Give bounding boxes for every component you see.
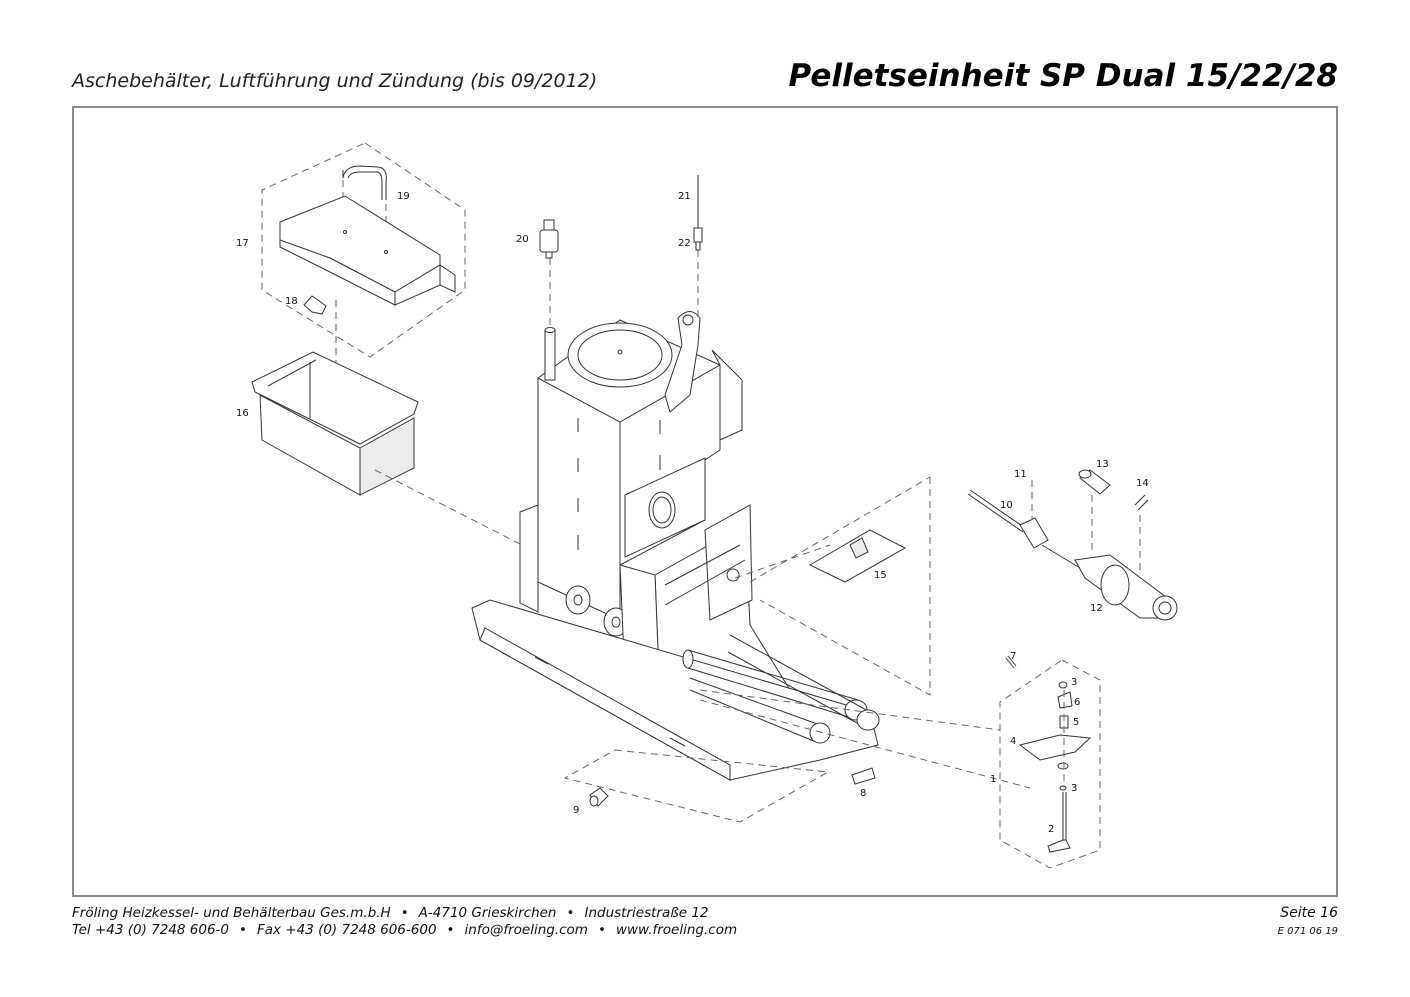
spring-7 xyxy=(1005,657,1015,669)
handle-19 xyxy=(342,165,387,200)
footer-address: A-4710 Grieskirchen xyxy=(418,905,557,921)
footer-street: Industriestraße 12 xyxy=(584,905,709,921)
air-tubes xyxy=(682,634,880,744)
part-label-11: 11 xyxy=(1014,469,1027,480)
clip-18 xyxy=(303,295,327,315)
footer-fax: Fax +43 (0) 7248 606-600 xyxy=(256,922,437,938)
side-bracket xyxy=(711,349,743,441)
footer-separator: • xyxy=(446,922,455,938)
label-plate-8 xyxy=(851,767,876,785)
page-number: Seite 16 xyxy=(1280,905,1338,921)
fitting-9 xyxy=(589,787,609,807)
part-label-4: 4 xyxy=(1010,736,1016,747)
footer-contact-line: Tel +43 (0) 7248 606-0 • Fax +43 (0) 7248 … xyxy=(72,922,737,938)
ignition-rod-10 xyxy=(967,489,1049,549)
part-label-17: 17 xyxy=(236,238,249,249)
fitting-group-outline xyxy=(563,749,830,823)
part-label-15: 15 xyxy=(874,570,887,581)
footer-web-link[interactable]: www.froeling.com xyxy=(615,922,738,938)
footer-company: Fröling Heizkessel- und Behälterbau Ges.… xyxy=(72,905,391,921)
left-side-plate xyxy=(519,504,539,613)
footer-tel: Tel +43 (0) 7248 606-0 xyxy=(72,922,229,938)
holder-13 xyxy=(1078,469,1111,495)
part-label-3a: 3 xyxy=(1071,677,1077,688)
part-label-14: 14 xyxy=(1136,478,1149,489)
ash-lid-group-outline xyxy=(261,142,466,358)
page-title: Pelletseinheit SP Dual 15/22/28 xyxy=(788,58,1338,94)
flap-4 xyxy=(1018,734,1092,761)
page-subtitle: Aschebehälter, Luftführung und Zündung (… xyxy=(72,70,598,92)
part-label-12: 12 xyxy=(1090,603,1103,614)
part-label-2: 2 xyxy=(1048,824,1054,835)
part-label-10: 10 xyxy=(1000,500,1013,511)
footer-separator: • xyxy=(400,905,409,921)
footer-separator: • xyxy=(566,905,575,921)
part-label-16: 16 xyxy=(236,408,249,419)
part-label-6: 6 xyxy=(1074,697,1080,708)
part-label-8: 8 xyxy=(860,788,866,799)
part-label-18: 18 xyxy=(285,296,298,307)
drawing-frame xyxy=(72,106,1338,897)
footer-email-link[interactable]: info@froeling.com xyxy=(464,922,588,938)
part-label-3b: 3 xyxy=(1071,783,1077,794)
ash-container-16 xyxy=(251,351,419,445)
footer-separator: • xyxy=(597,922,606,938)
pipe-stub xyxy=(544,329,556,381)
part-label-19: 19 xyxy=(397,191,410,202)
footer-company-line: Fröling Heizkessel- und Behälterbau Ges.… xyxy=(72,905,709,921)
flap-group-outline xyxy=(999,659,1101,869)
clips-14 xyxy=(1134,494,1149,511)
part-label-21: 21 xyxy=(678,191,691,202)
sensor-21-22 xyxy=(693,175,703,251)
footer-separator: • xyxy=(239,922,247,938)
part-label-9: 9 xyxy=(573,805,579,816)
part-label-7: 7 xyxy=(1010,651,1016,662)
lever-arm xyxy=(664,311,701,413)
ignition-element-12 xyxy=(1041,544,1178,621)
shaft-2 xyxy=(1047,839,1071,853)
part-label-22: 22 xyxy=(678,238,691,249)
vent-20 xyxy=(539,219,559,259)
part-label-1: 1 xyxy=(990,774,996,785)
part-label-13: 13 xyxy=(1096,459,1109,470)
document-code: E 071 06 19 xyxy=(1277,926,1338,937)
part-label-20: 20 xyxy=(516,234,529,245)
part-label-5: 5 xyxy=(1073,717,1079,728)
